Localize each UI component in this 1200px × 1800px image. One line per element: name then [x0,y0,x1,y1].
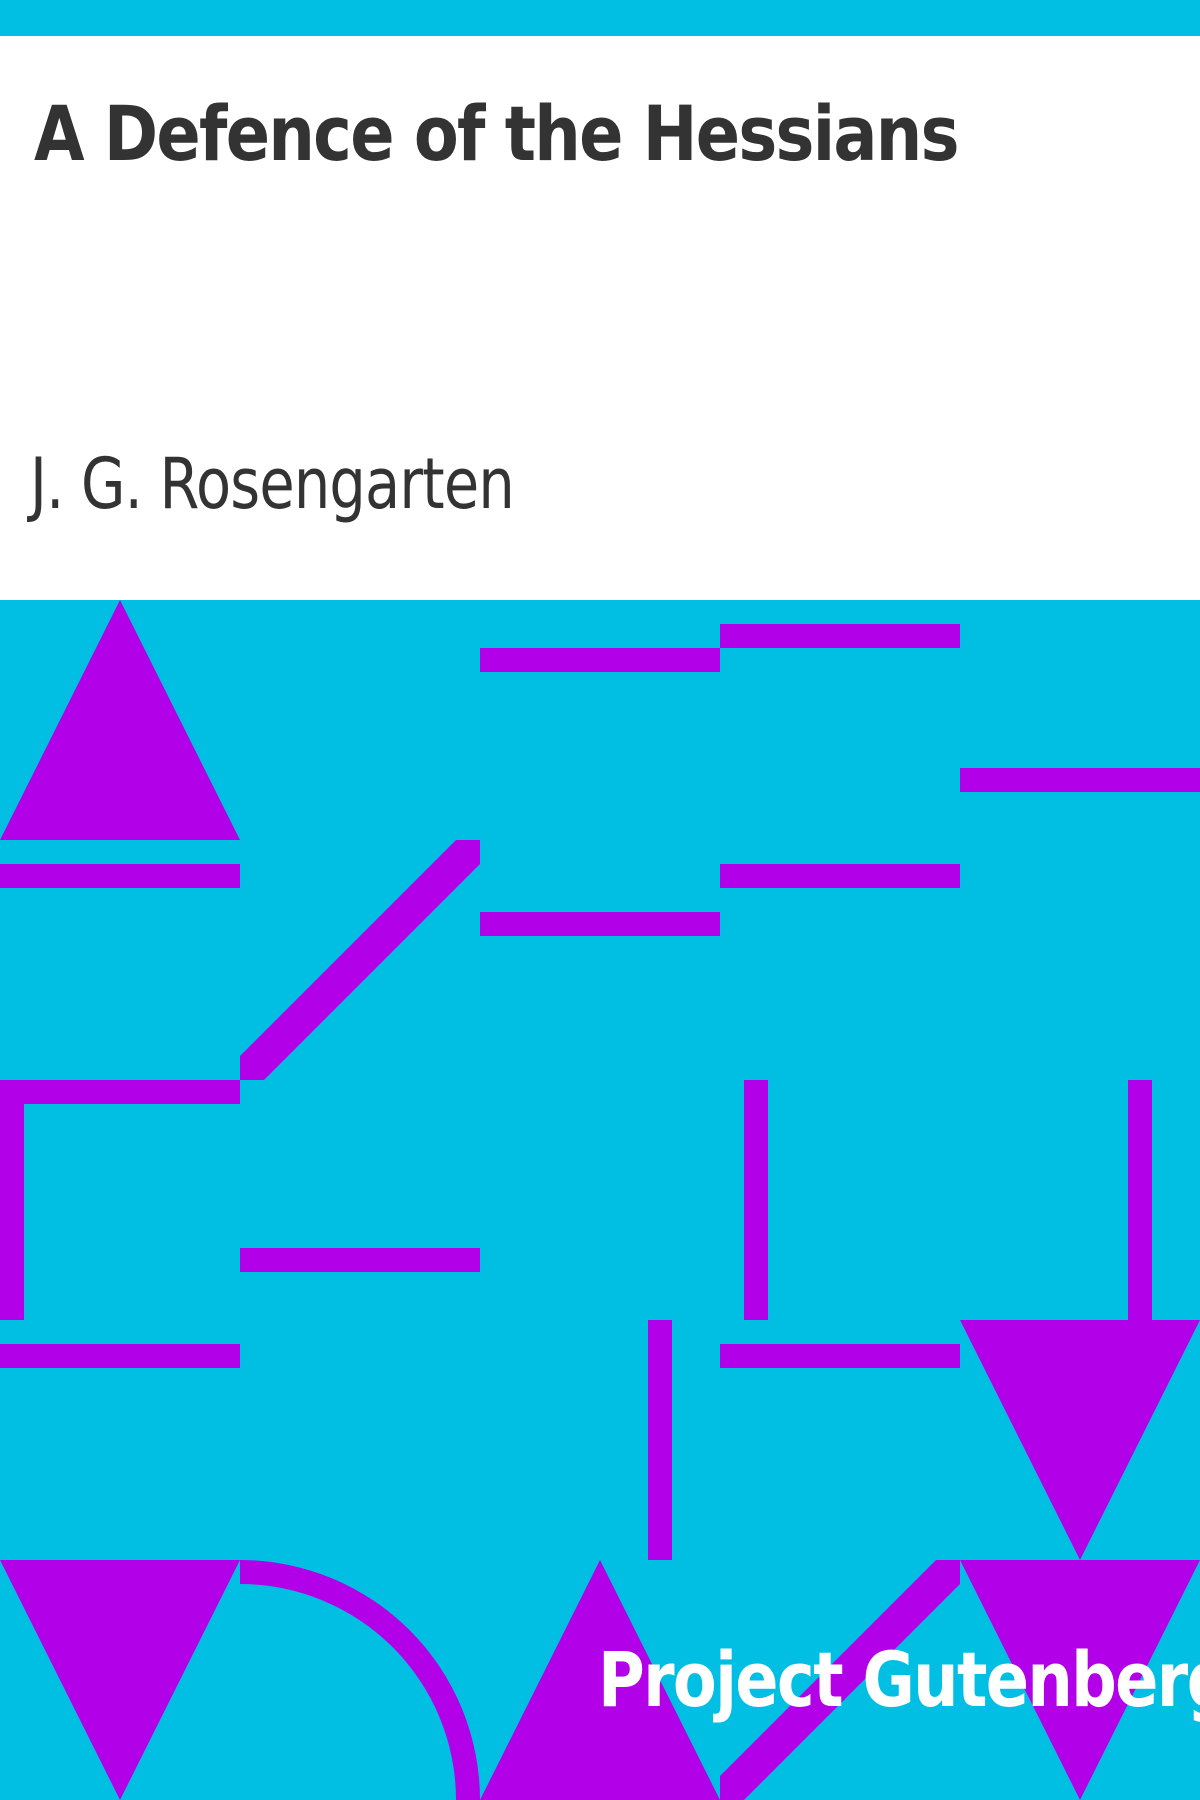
bar-shape [240,1248,480,1272]
vertical-bar-shape [744,1080,768,1320]
book-author: J. G. Rosengarten [30,443,515,525]
triangle-down-shape [960,1560,1200,1800]
triangle-up-shape [0,600,240,840]
bar-shape [0,864,240,888]
triangle-up-shape [480,1560,720,1800]
cover-pattern [0,600,1200,1800]
bar-shape [720,624,960,648]
pattern-shapes [0,600,1200,1800]
triangle-down-shape [0,1560,240,1800]
vertical-bar-shape [648,1320,672,1560]
diagonal-bar-shape [240,840,480,1080]
book-title: A Defence of the Hessians [34,89,959,178]
bar-shape [720,864,960,888]
vertical-bar-shape [0,1080,24,1320]
bar-shape [960,768,1200,792]
bar-shape [0,1344,240,1368]
bar-shape [720,1344,960,1368]
geometric-pattern [0,600,1200,1800]
vertical-bar-shape [1128,1080,1152,1320]
publisher-name: Project Gutenberg [598,1635,1200,1724]
triangle-down-shape [960,1320,1200,1560]
arc-shape [240,1560,480,1800]
top-color-bar [0,0,1200,36]
bar-shape [0,1080,240,1104]
bar-shape [480,912,720,936]
bar-shape [480,648,720,672]
diagonal-bar-shape [720,1560,960,1800]
